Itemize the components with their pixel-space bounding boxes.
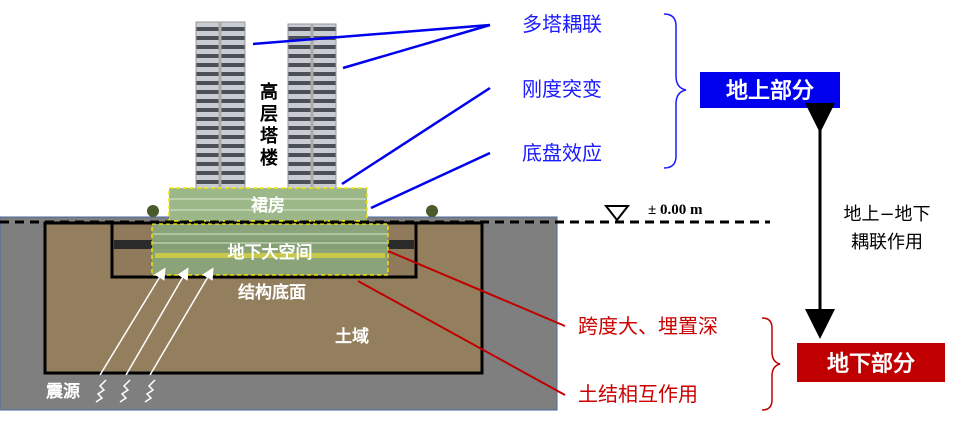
seismic-wave-arrows [95, 267, 214, 403]
above-feature-leaders [252, 23, 491, 210]
level-triangle-icon [603, 205, 631, 222]
underground-space [151, 223, 389, 276]
feature-multi-tower: 多塔耦联 [522, 12, 602, 36]
seismic-source-label: 震源 [45, 381, 80, 402]
tree-icon [147, 205, 159, 217]
below-feature-leaders [357, 250, 566, 396]
above-ground-box [700, 72, 840, 108]
podium-label: 裙房 [251, 195, 285, 216]
brace-red [761, 317, 781, 411]
feature-stiffness-change: 刚度突变 [522, 77, 602, 101]
ground-level-label: ± 0.00 m [648, 202, 703, 218]
coupling-label-line1: 地上−地下 [843, 204, 930, 225]
structure-bottom-label: 结构底面 [238, 282, 306, 303]
below-ground-box-label: 地下部分 [827, 351, 915, 377]
underground-space-label: 地下大空间 [228, 242, 313, 263]
below-ground-box [797, 343, 945, 382]
feature-ssi: 土结相互作用 [578, 382, 698, 406]
feature-podium-effect: 底盘效应 [522, 141, 602, 165]
soil-label: 土域 [335, 326, 369, 347]
brace-blue [663, 13, 687, 169]
podium [168, 187, 368, 222]
above-ground-box-label: 地上部分 [726, 78, 814, 104]
coupling-label-line2: 耦联作用 [851, 232, 923, 253]
feature-large-span: 跨度大、埋置深 [578, 314, 718, 338]
tree-icon [426, 205, 438, 217]
tower-label: 高 层 塔 楼 [260, 81, 284, 169]
